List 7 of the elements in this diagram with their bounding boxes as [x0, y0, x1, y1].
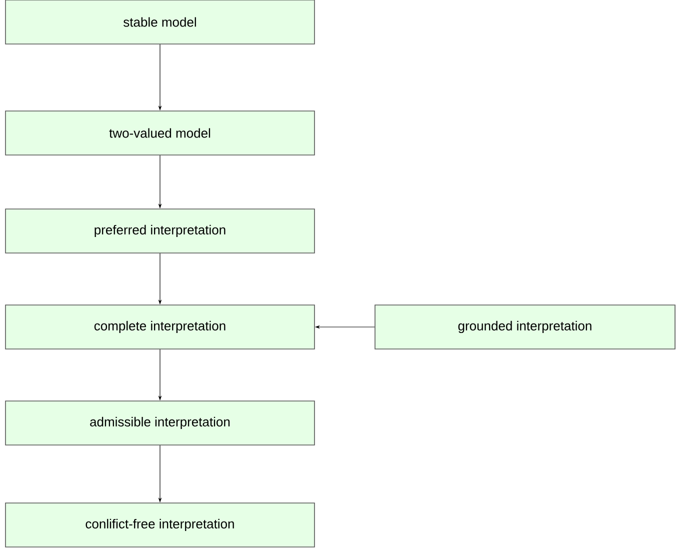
term-box: grounded interpretation: [374, 304, 676, 350]
term-box: admissible interpretation: [5, 400, 315, 446]
term-box: stable model: [5, 0, 315, 44]
term-box: two-valued model: [5, 110, 315, 156]
term-box: complete interpretation: [5, 304, 315, 350]
term-box: preferred interpretation: [5, 208, 315, 254]
term-box: conlifict-free interpretation: [5, 502, 315, 548]
